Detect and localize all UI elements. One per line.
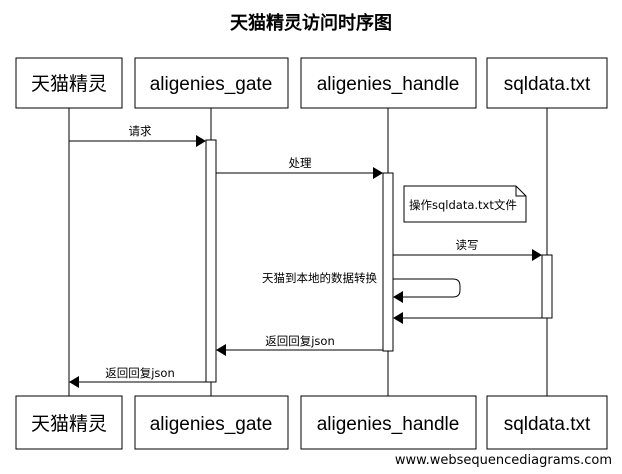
participant-handle-top: aligenies_handle <box>300 57 477 109</box>
message-label: 返回回复json <box>265 334 335 348</box>
message-reply-to-gate: 返回回复json <box>216 334 383 356</box>
arrowhead <box>196 135 206 147</box>
arrowhead <box>532 249 542 261</box>
participant-gate-top: aligenies_gate <box>134 57 289 109</box>
participant-label: aligenies_handle <box>317 414 460 435</box>
arrowhead <box>69 376 79 388</box>
diagram-title: 天猫精灵访问时序图 <box>230 12 392 34</box>
participant-sql-bottom: sqldata.txt <box>486 395 608 450</box>
arrowhead <box>393 312 403 324</box>
participant-label: aligenies_gate <box>150 414 273 435</box>
participant-handle-bottom: aligenies_handle <box>300 395 477 450</box>
message-self-convert: 天猫到本地的数据转换 <box>262 271 461 303</box>
note-box: 操作sqldata.txt文件 <box>403 185 527 223</box>
note-text: 操作sqldata.txt文件 <box>409 198 517 212</box>
message-label: 处理 <box>289 156 312 170</box>
message-process: 处理 <box>216 156 383 179</box>
participant-label: sqldata.txt <box>504 414 591 435</box>
message-sql-return <box>393 312 547 324</box>
participant-label: aligenies_gate <box>150 74 273 95</box>
message-request: 请求 <box>69 124 206 147</box>
participant-sql-top: sqldata.txt <box>486 57 608 109</box>
message-label: 天猫到本地的数据转换 <box>262 271 377 285</box>
message-read-write: 读写 <box>393 238 542 261</box>
activation-gate <box>205 139 217 383</box>
arrowhead <box>393 291 403 303</box>
message-label: 返回回复json <box>105 366 175 380</box>
participant-gate-bottom: aligenies_gate <box>134 395 289 450</box>
message-label: 请求 <box>129 124 152 138</box>
participant-tmall-bottom: 天猫精灵 <box>15 395 123 450</box>
arrowhead <box>373 167 383 179</box>
participant-label: aligenies_handle <box>317 74 460 95</box>
message-reply-to-tmall: 返回回复json <box>69 366 206 388</box>
activation-sql <box>541 254 553 319</box>
participant-label: 天猫精灵 <box>31 413 107 435</box>
footer-watermark[interactable]: www.websequencediagrams.com <box>395 453 612 468</box>
participant-label: sqldata.txt <box>504 74 591 95</box>
message-label: 读写 <box>456 238 479 252</box>
participant-tmall-top: 天猫精灵 <box>15 57 123 109</box>
participant-label: 天猫精灵 <box>31 73 107 95</box>
activation-handle <box>382 172 394 352</box>
arrowhead <box>216 344 226 356</box>
